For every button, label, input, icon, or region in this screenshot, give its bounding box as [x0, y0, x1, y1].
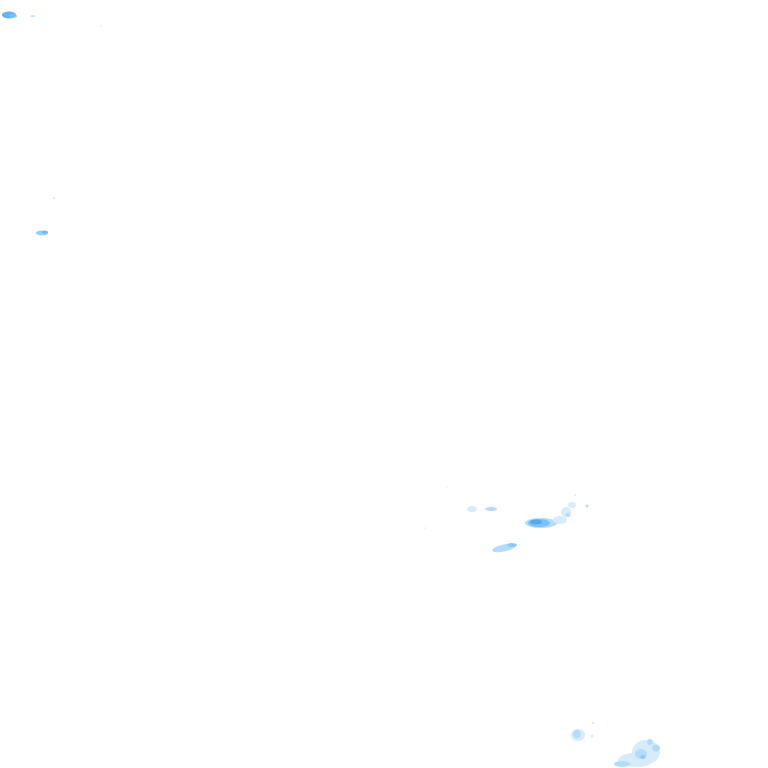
precip-cell [568, 502, 576, 508]
precip-core [640, 755, 646, 759]
precip-speck [100, 25, 102, 27]
echo-cluster-center-right [424, 486, 589, 553]
precip-speck [424, 527, 426, 529]
precip-speck [574, 494, 576, 496]
precip-cell [30, 15, 36, 17]
echo-cluster-bottom-right [571, 721, 660, 767]
precip-cell [553, 516, 567, 524]
precip-speck [446, 486, 448, 488]
echo-cluster-top-left [2, 11, 102, 27]
precip-speck [53, 197, 55, 199]
precip-core [530, 519, 542, 525]
precip-speck [585, 504, 589, 508]
precip-speck [590, 734, 594, 738]
precip-cell [573, 730, 581, 738]
precip-cell [467, 506, 477, 512]
precip-cell [614, 761, 630, 767]
precip-cell [647, 739, 653, 745]
precip-cell [42, 230, 48, 234]
echo-cluster-left [36, 197, 55, 236]
precip-speck [591, 721, 595, 725]
precip-cell [9, 14, 17, 18]
precip-cell [652, 744, 660, 752]
precip-cell [485, 507, 497, 511]
precip-cell [507, 543, 517, 547]
precip-cell [565, 513, 571, 517]
